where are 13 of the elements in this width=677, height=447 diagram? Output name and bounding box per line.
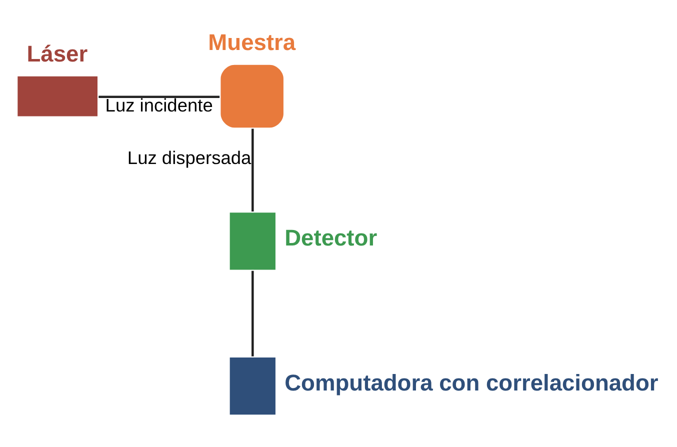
- connector: [252, 270, 254, 356]
- connector: [252, 128, 254, 212]
- node-box: [18, 76, 98, 116]
- node-label: Láser: [26, 40, 88, 66]
- connector: [98, 96, 220, 98]
- node-label: Detector: [284, 224, 378, 251]
- node-box: [220, 64, 284, 128]
- node-label: Computadora con correlacionador: [284, 370, 658, 396]
- edge-label: Luz dispersada: [127, 147, 252, 168]
- node-box: [230, 358, 276, 415]
- edge-label: Luz incidente: [105, 94, 213, 116]
- node-label: Muestra: [208, 29, 296, 56]
- node-box: [230, 212, 276, 270]
